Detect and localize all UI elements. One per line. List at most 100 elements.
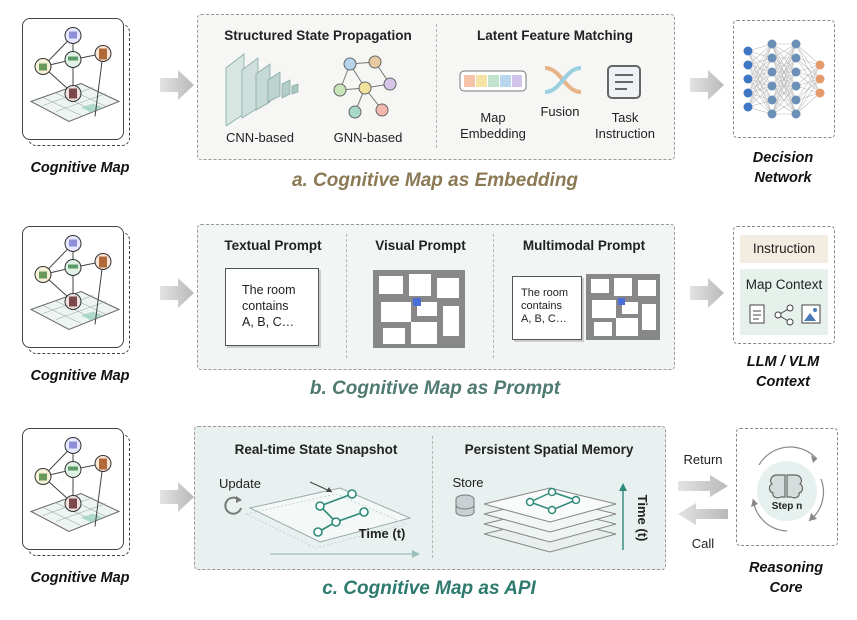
step-label: Step n	[771, 501, 803, 512]
instruction-label: Instruction	[752, 241, 816, 256]
nn-node	[743, 46, 753, 56]
map-context-label: Map Context	[745, 277, 823, 292]
nn-node	[767, 39, 777, 49]
call-arrow-icon	[678, 503, 728, 525]
nn-node	[743, 74, 753, 84]
map-context-block: Map Context	[740, 269, 828, 335]
llm-context-box: Instruction Map Context	[733, 226, 835, 344]
return-label: Return	[683, 452, 723, 467]
structured-state-propagation-header: Structured State Propagation	[224, 28, 412, 43]
floor-plan-image	[586, 274, 660, 340]
note-line: The room	[521, 287, 569, 299]
section-divider	[432, 436, 433, 558]
nn-node	[767, 95, 777, 105]
snapshot-map-plane	[244, 481, 420, 558]
cognitive-map-card	[22, 18, 124, 140]
cognitive-map-label: Cognitive Map	[30, 570, 130, 586]
arrow-right-icon	[160, 70, 194, 100]
nn-node	[815, 60, 825, 70]
multimodal-prompt-note: The room contains A, B, C…	[512, 276, 582, 340]
arrow-right-icon	[690, 70, 724, 100]
caption-prompt: b. Cognitive Map as Prompt	[309, 378, 561, 399]
nn-node	[767, 109, 777, 119]
note-line: contains	[521, 300, 562, 312]
reasoning-core-label: Reasoning Core	[748, 560, 824, 596]
nn-node	[767, 81, 777, 91]
cognitive-map-icon	[23, 227, 123, 342]
textual-prompt-note: The room contains A, B, C…	[225, 268, 319, 346]
cognitive-map-icon	[23, 429, 123, 544]
real-time-state-snapshot-header: Real-time State Snapshot	[234, 442, 398, 457]
decision-network-label: Decision Network	[752, 150, 814, 186]
cycle-arc	[758, 446, 818, 466]
llm-vlm-context-label: LLM / VLM Context	[746, 354, 820, 390]
textual-prompt-header: Textual Prompt	[224, 238, 322, 253]
nn-node	[767, 67, 777, 77]
caption-embedding: a. Cognitive Map as Embedding	[291, 170, 579, 191]
nn-node	[791, 53, 801, 63]
nn-node	[791, 39, 801, 49]
document-icon	[749, 304, 765, 324]
time-arrow-up-icon	[619, 483, 627, 550]
call-label: Call	[691, 536, 715, 551]
note-line: The room	[242, 283, 296, 297]
cognitive-map-card	[22, 226, 124, 348]
section-divider	[436, 24, 437, 148]
note-line: A, B, C…	[242, 315, 295, 329]
cognitive-map-card	[22, 428, 124, 550]
time-axis-label: Time (t)	[358, 526, 406, 541]
cnn-based-label: CNN-based	[226, 130, 294, 145]
nn-node	[815, 88, 825, 98]
multimodal-prompt-header: Multimodal Prompt	[522, 238, 646, 253]
robot-icon	[618, 298, 625, 305]
memory-stack-layers	[483, 487, 617, 553]
nn-node	[791, 109, 801, 119]
refresh-icon	[224, 496, 242, 515]
nn-node	[743, 60, 753, 70]
note-line: contains	[242, 299, 289, 313]
image-icon	[801, 304, 821, 324]
gnn-graph-icon	[333, 55, 397, 119]
database-icon	[455, 494, 475, 517]
cognitive-map-label: Cognitive Map	[30, 368, 130, 384]
reasoning-core-box: Step n	[736, 428, 838, 546]
section-divider	[493, 234, 494, 358]
section-divider	[346, 234, 347, 358]
note-line: A, B, C…	[521, 313, 567, 325]
floor-plan-image	[373, 270, 465, 348]
visual-prompt-header: Visual Prompt	[375, 238, 466, 253]
store-label: Store	[452, 475, 484, 490]
latent-feature-matching-header: Latent Feature Matching	[476, 28, 633, 43]
decision-network-box	[733, 20, 835, 138]
return-arrow-icon	[678, 475, 728, 497]
arrow-right-icon	[690, 278, 724, 308]
nn-node	[815, 74, 825, 84]
map-embedding-label: Map Embedding	[460, 110, 526, 141]
gnn-based-label: GNN-based	[333, 130, 403, 145]
caption-api: c. Cognitive Map as API	[322, 578, 536, 599]
arrow-right-icon	[160, 482, 194, 512]
cognitive-map-icon	[23, 19, 123, 134]
fusion-label: Fusion	[540, 104, 580, 119]
map-embedding-vector-icon	[459, 70, 527, 92]
time-axis-label: Time (t)	[635, 494, 650, 542]
neural-network-icon	[743, 39, 825, 119]
task-instruction-label: Task Instruction	[595, 110, 655, 141]
robot-icon	[413, 298, 421, 306]
nn-node	[791, 81, 801, 91]
cnn-layers-icon	[225, 53, 299, 126]
nn-node	[767, 53, 777, 63]
nn-node	[743, 88, 753, 98]
update-label: Update	[219, 476, 261, 491]
persistent-spatial-memory-header: Persistent Spatial Memory	[464, 442, 634, 457]
nn-node	[791, 95, 801, 105]
fusion-icon	[544, 66, 582, 94]
instruction-block: Instruction	[740, 235, 828, 263]
nn-node	[791, 67, 801, 77]
graph-icon	[774, 304, 794, 326]
nn-node	[743, 102, 753, 112]
cognitive-map-label: Cognitive Map	[30, 160, 130, 176]
task-instruction-icon	[607, 65, 641, 99]
arrow-right-icon	[160, 278, 194, 308]
brain-icon	[768, 474, 804, 499]
